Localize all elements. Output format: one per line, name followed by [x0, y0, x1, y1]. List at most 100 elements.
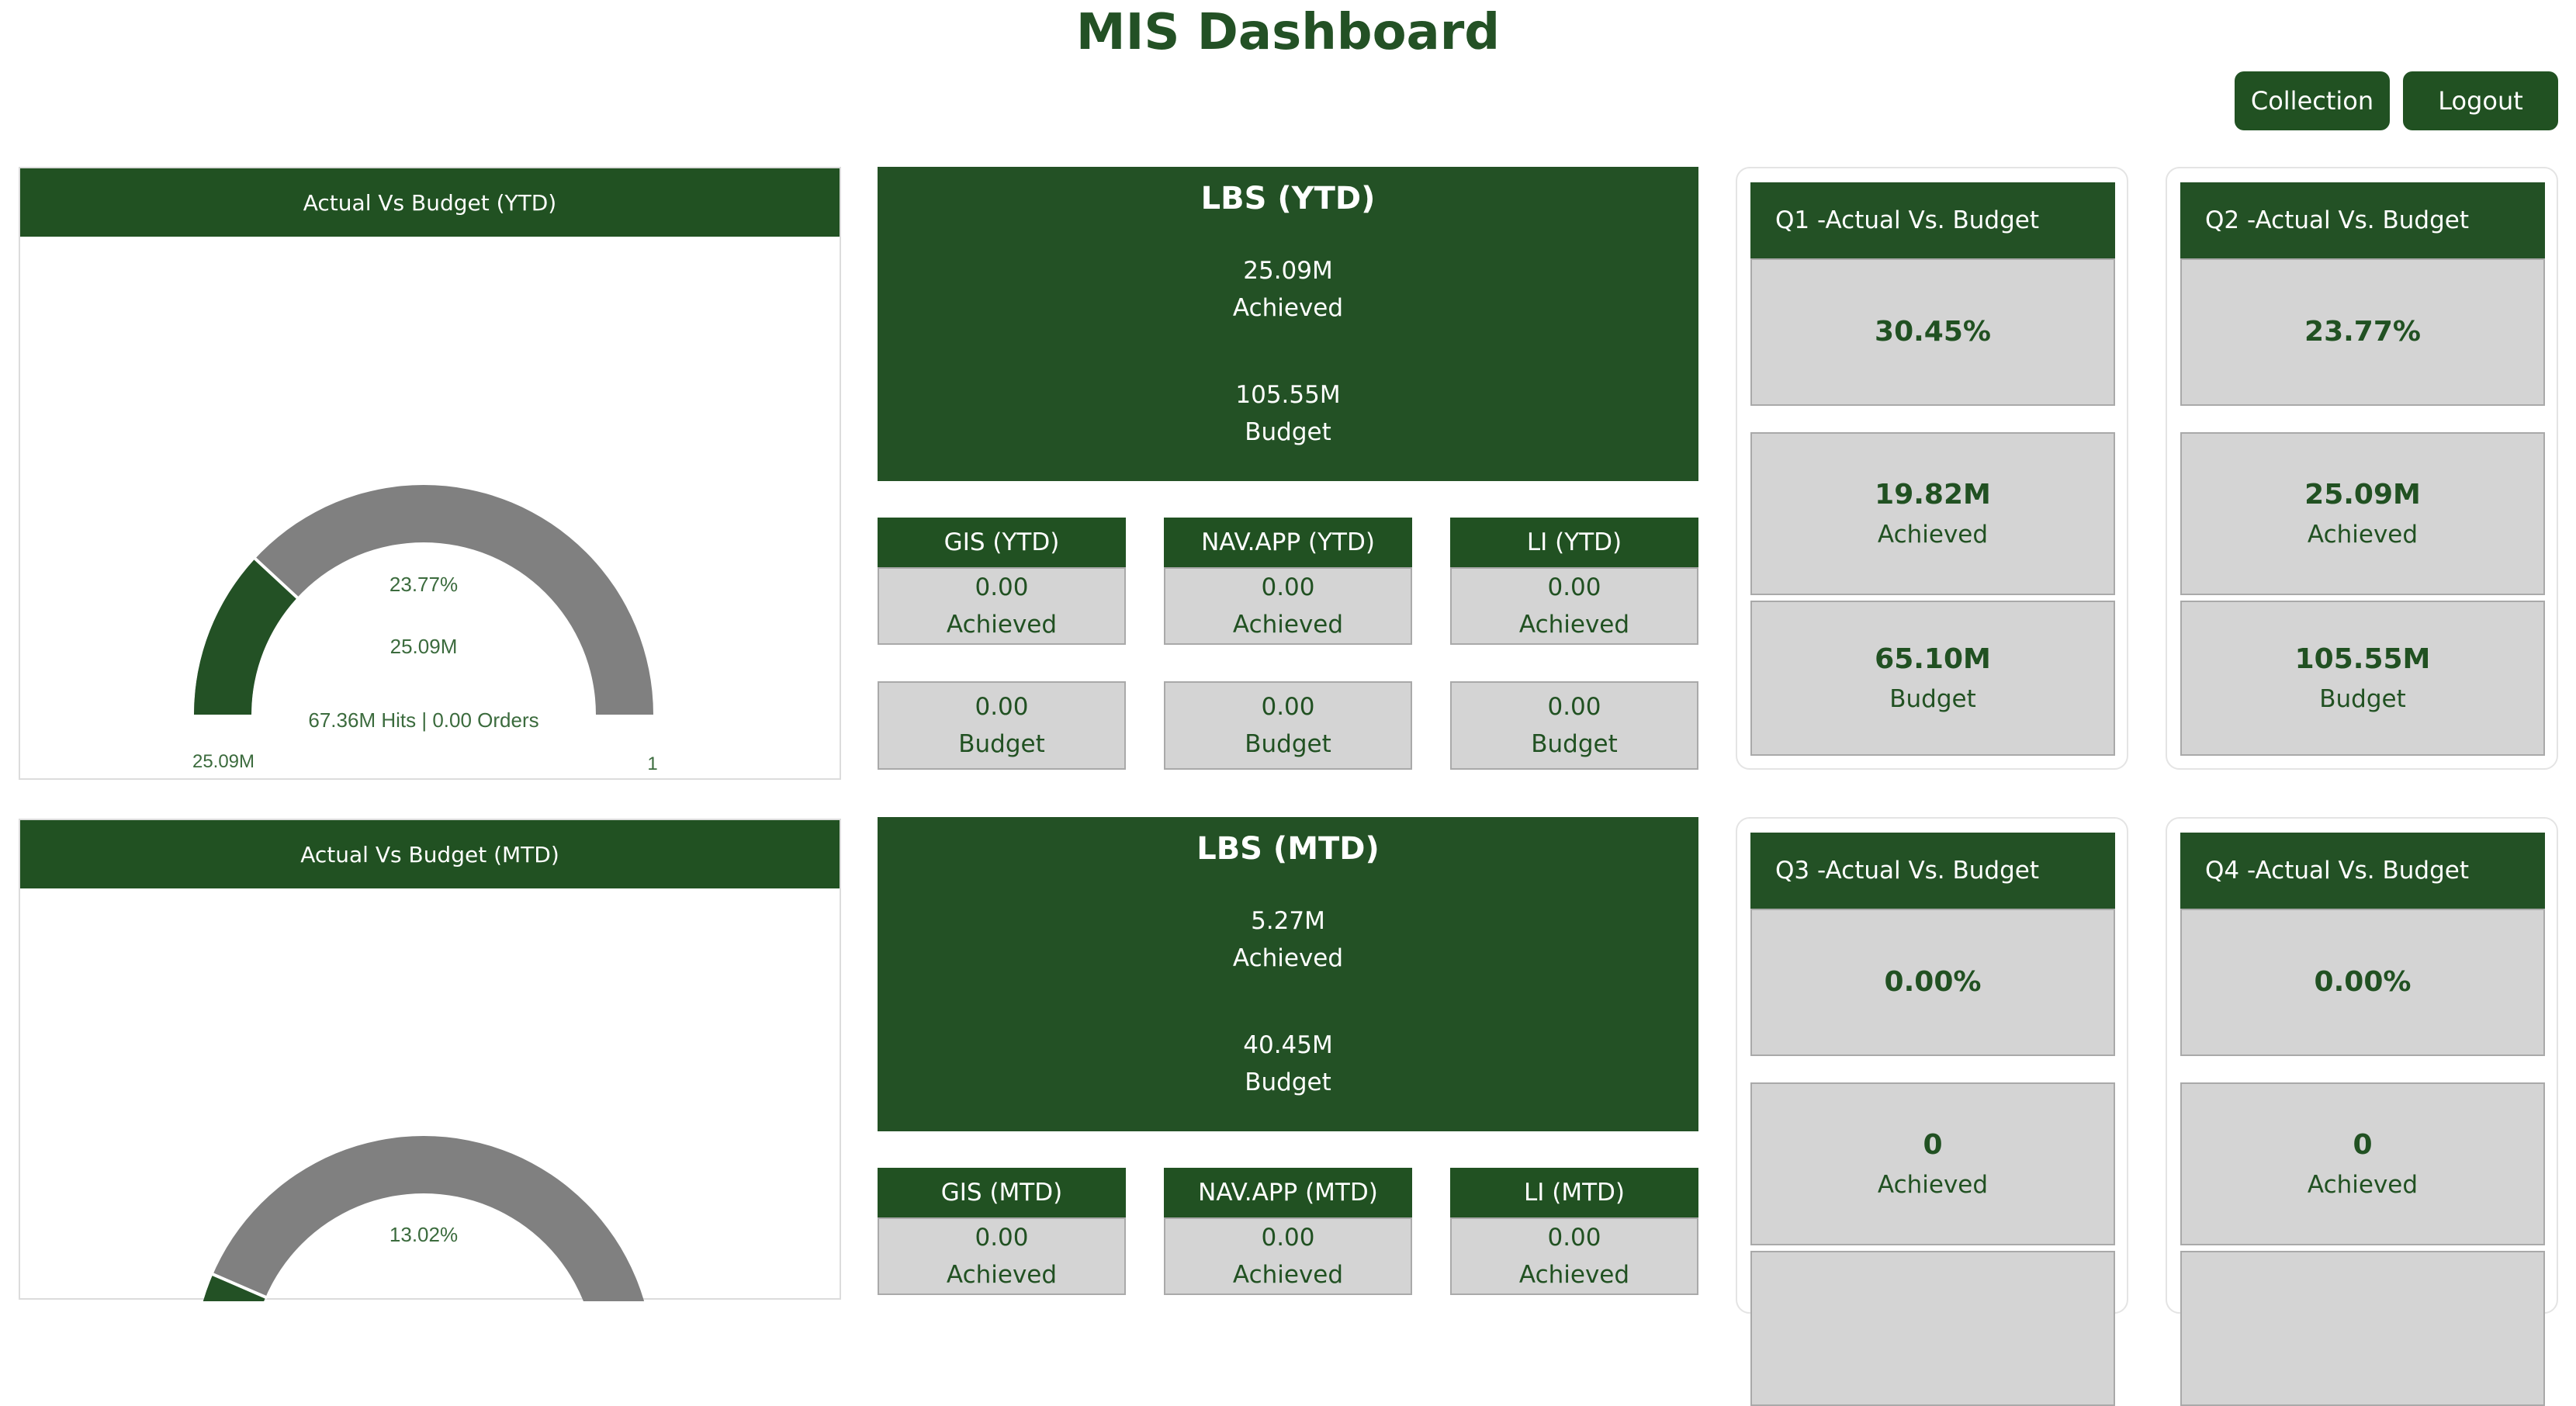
page-title: MIS Dashboard [1075, 4, 1501, 61]
q3-card: Q3 -Actual Vs. Budget 0.00% 0 Achieved [1736, 817, 2128, 1406]
li-ytd-header: LI (YTD) [1450, 518, 1698, 567]
gis-mtd-header: GIS (MTD) [878, 1168, 1126, 1217]
gauge-footer: 67.36M Hits | 0.00 Orders [308, 708, 538, 732]
achieved-label: Achieved [1232, 1261, 1344, 1289]
achieved-value: 0.00 [1261, 573, 1315, 601]
lbs-achieved-value: 5.27M [1251, 907, 1325, 935]
achieved-value: 0.00 [1547, 573, 1601, 601]
gauge-card-ytd: Actual Vs Budget (YTD) 23.77% 25.09M 67.… [19, 167, 841, 780]
q1-achieved-box: 19.82M Achieved [1750, 432, 2115, 595]
li-mtd-header: LI (MTD) [1450, 1168, 1698, 1217]
q4-budget-box [2180, 1251, 2545, 1406]
lbs-achieved-label: Achieved [1232, 944, 1344, 972]
q1-achieved-label: Achieved [1877, 521, 1989, 549]
q3-title: Q3 -Actual Vs. Budget [1750, 833, 2115, 909]
lbs-achieved-value: 25.09M [1243, 257, 1333, 285]
navapp-ytd-budget: 0.00 Budget [1164, 681, 1412, 770]
q1-budget-label: Budget [1889, 685, 1976, 713]
navapp-mtd-header: NAV.APP (MTD) [1164, 1168, 1412, 1217]
budget-label: Budget [1531, 730, 1618, 758]
q2-card: Q2 -Actual Vs. Budget 23.77% 25.09M Achi… [2166, 167, 2558, 770]
gauge-chart-mtd: 13.02% [203, 1136, 645, 1301]
gauge-percent: 23.77% [390, 573, 458, 596]
q4-percent: 0.00% [2314, 966, 2412, 998]
q2-budget-value: 105.55M [2294, 643, 2431, 675]
achieved-label: Achieved [1232, 611, 1344, 639]
gauge-percent: 13.02% [390, 1223, 458, 1246]
budget-value: 0.00 [1261, 693, 1315, 721]
q4-achieved-value: 0 [2353, 1129, 2373, 1161]
li-mtd-achieved: 0.00 Achieved [1450, 1217, 1698, 1295]
li-ytd-budget: 0.00 Budget [1450, 681, 1698, 770]
achieved-value: 0.00 [975, 573, 1029, 601]
collection-button[interactable]: Collection [2235, 71, 2390, 130]
q4-card: Q4 -Actual Vs. Budget 0.00% 0 Achieved [2166, 817, 2558, 1406]
lbs-budget-value: 105.55M [1235, 381, 1341, 409]
budget-label: Budget [1245, 730, 1331, 758]
q1-budget-box: 65.10M Budget [1750, 601, 2115, 756]
q2-budget-box: 105.55M Budget [2180, 601, 2545, 756]
gauge-max-label: 1 [647, 753, 657, 774]
achieved-value: 0.00 [1261, 1224, 1315, 1252]
gis-mtd-achieved: 0.00 Achieved [878, 1217, 1126, 1295]
gauge-separator [252, 556, 299, 601]
navapp-ytd-achieved: 0.00 Achieved [1164, 567, 1412, 645]
q4-title: Q4 -Actual Vs. Budget [2180, 833, 2545, 909]
q1-achieved-value: 19.82M [1875, 479, 1991, 511]
q1-title: Q1 -Actual Vs. Budget [1750, 182, 2115, 258]
navapp-mtd-achieved: 0.00 Achieved [1164, 1217, 1412, 1295]
q3-budget-box [1750, 1251, 2115, 1406]
gauge-card-mtd: Actual Vs Budget (MTD) 13.02% [19, 819, 841, 1301]
budget-value: 0.00 [1547, 693, 1601, 721]
q2-title: Q2 -Actual Vs. Budget [2180, 182, 2545, 258]
q1-percent-box: 30.45% [1750, 258, 2115, 406]
gauge-chart-ytd: 23.77% 25.09M 67.36M Hits | 0.00 Orders … [192, 485, 658, 774]
q3-achieved-label: Achieved [1877, 1171, 1989, 1199]
budget-value: 0.00 [975, 693, 1029, 721]
lbs-budget-label: Budget [1245, 1068, 1331, 1096]
gauge-value: 25.09M [390, 635, 458, 658]
q1-percent: 30.45% [1875, 316, 1991, 348]
lbs-budget-value: 40.45M [1243, 1031, 1333, 1059]
q3-percent-box: 0.00% [1750, 909, 2115, 1056]
gauge-track [194, 485, 653, 715]
gis-ytd-budget: 0.00 Budget [878, 681, 1126, 770]
gauge-fill [194, 558, 298, 715]
q4-achieved-label: Achieved [2307, 1171, 2418, 1199]
gauge-min-label: 25.09M [192, 751, 254, 772]
gis-ytd-header: GIS (YTD) [878, 518, 1126, 567]
q2-achieved-value: 25.09M [2304, 479, 2421, 511]
q2-achieved-label: Achieved [2307, 521, 2418, 549]
logout-button[interactable]: Logout [2403, 71, 2558, 130]
q3-achieved-box: 0 Achieved [1750, 1082, 2115, 1245]
lbs-mtd-panel: LBS (MTD) 5.27M Achieved 40.45M Budget [878, 817, 1698, 1131]
lbs-budget-label: Budget [1245, 418, 1331, 446]
achieved-value: 0.00 [1547, 1224, 1601, 1252]
achieved-label: Achieved [946, 1261, 1058, 1289]
gauge-track [203, 1136, 645, 1301]
lbs-title: LBS (MTD) [1196, 831, 1380, 867]
gauge-card-title: Actual Vs Budget (YTD) [20, 168, 840, 237]
navapp-ytd-header: NAV.APP (YTD) [1164, 518, 1412, 567]
budget-label: Budget [958, 730, 1045, 758]
q2-budget-label: Budget [2319, 685, 2406, 713]
achieved-label: Achieved [1518, 611, 1630, 639]
q2-achieved-box: 25.09M Achieved [2180, 432, 2545, 595]
q1-card: Q1 -Actual Vs. Budget 30.45% 19.82M Achi… [1736, 167, 2128, 770]
achieved-label: Achieved [946, 611, 1058, 639]
q1-budget-value: 65.10M [1875, 643, 1991, 675]
q4-achieved-box: 0 Achieved [2180, 1082, 2545, 1245]
q3-percent: 0.00% [1884, 966, 1982, 998]
lbs-ytd-panel: LBS (YTD) 25.09M Achieved 105.55M Budget [878, 167, 1698, 481]
q4-percent-box: 0.00% [2180, 909, 2545, 1056]
q2-percent: 23.77% [2304, 316, 2421, 348]
q2-percent-box: 23.77% [2180, 258, 2545, 406]
gauge-card-title: Actual Vs Budget (MTD) [20, 820, 840, 888]
lbs-title: LBS (YTD) [1200, 181, 1376, 216]
q3-achieved-value: 0 [1923, 1129, 1943, 1161]
lbs-achieved-label: Achieved [1232, 294, 1344, 322]
achieved-label: Achieved [1518, 1261, 1630, 1289]
li-ytd-achieved: 0.00 Achieved [1450, 567, 1698, 645]
gis-ytd-achieved: 0.00 Achieved [878, 567, 1126, 645]
achieved-value: 0.00 [975, 1224, 1029, 1252]
